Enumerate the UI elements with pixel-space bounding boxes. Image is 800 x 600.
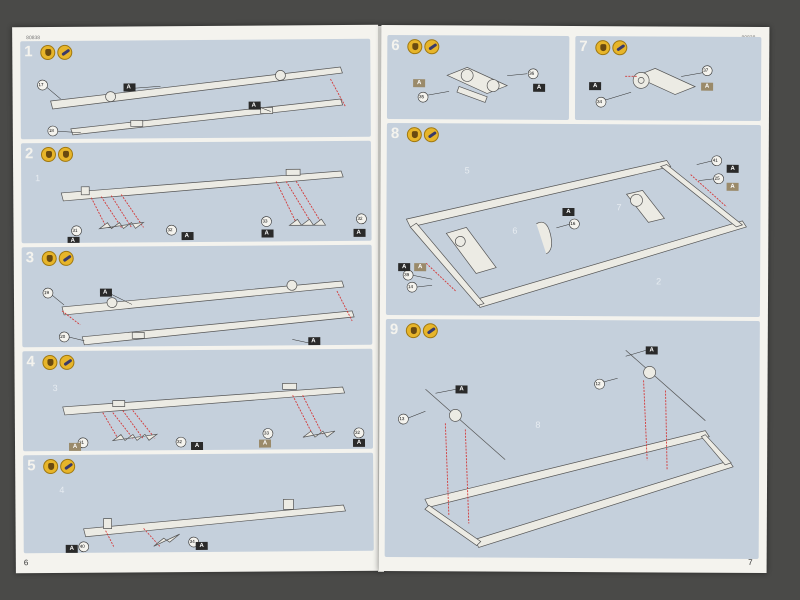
part-letter-label: A xyxy=(258,439,272,448)
svg-text:7: 7 xyxy=(616,202,621,212)
svg-text:5: 5 xyxy=(465,165,470,175)
callout-label: 32 xyxy=(176,439,183,445)
part-letter-label: A xyxy=(356,229,361,236)
step-5-diagram xyxy=(78,498,346,553)
step-1-panel: 1 17 18 A A xyxy=(20,38,371,140)
part-letter-label: A xyxy=(70,237,75,244)
callout-label: 20 xyxy=(60,333,66,339)
part-letter-label: A xyxy=(398,263,411,272)
part-letter-label: A xyxy=(701,82,714,91)
part-letter-label: A xyxy=(352,438,366,447)
step-3-diagram xyxy=(42,279,355,346)
part-letter-label: A xyxy=(645,346,658,355)
callout-label: 33 xyxy=(262,218,268,224)
part-letter-label: A xyxy=(126,84,131,91)
callout-label: 35 xyxy=(419,94,425,100)
part-letter-label: A xyxy=(102,289,108,296)
page-number: 7 xyxy=(748,557,753,567)
callout-label: 40 xyxy=(79,543,85,549)
step-8-diagram: 5 6 7 2 xyxy=(402,155,747,308)
part-letter-label: A xyxy=(190,441,204,451)
callout-label: 37 xyxy=(703,67,709,73)
part-letter-label: A xyxy=(726,164,739,173)
instruction-page-right: 80838 6 36 35 A A 7 37 34 xyxy=(378,24,770,574)
step-9-diagram: 8 xyxy=(398,350,734,548)
part-letter-label: A xyxy=(311,338,316,345)
svg-text:6: 6 xyxy=(512,226,517,236)
part-letter-label: A xyxy=(726,182,739,191)
part-letter-label: A xyxy=(65,544,78,553)
part-letter-label: A xyxy=(264,230,269,237)
callout-label: 34 xyxy=(597,99,603,105)
step-3-panel: 3 19 20 A A xyxy=(21,244,373,348)
step-7-panel: 7 37 34 A A xyxy=(574,36,762,121)
callout-label: 39 xyxy=(404,272,410,278)
callout-label: 13 xyxy=(399,416,405,422)
step-6-panel: 6 36 35 A A xyxy=(386,35,570,120)
callout-label: 32 xyxy=(167,227,173,233)
callout-label: 16 xyxy=(570,220,576,227)
part-letter-label: A xyxy=(413,79,426,88)
part-letter-label: A xyxy=(69,442,82,451)
part-letter-label: A xyxy=(184,233,189,240)
page-number: 6 xyxy=(23,558,29,568)
step-9-panel: 9 8 12 13 A A xyxy=(384,319,760,559)
step-2-panel: 2 1 31 32 33 32 A A A A xyxy=(20,140,372,244)
instruction-page-left: 80838 1 17 18 A A 2 1 xyxy=(12,24,382,574)
step-1-diagram xyxy=(37,66,347,137)
svg-text:8: 8 xyxy=(535,420,540,430)
part-letter-label: A xyxy=(589,82,602,91)
step-6-diagram xyxy=(417,67,539,103)
step-5-panel: 5 4 40 34 A A xyxy=(23,452,374,554)
callout-label: 25 xyxy=(714,175,720,181)
callout-label: 17 xyxy=(38,82,44,88)
step-7-diagram xyxy=(595,65,713,108)
callout-label: 19 xyxy=(43,290,49,296)
part-letter-label: A xyxy=(533,83,546,92)
callout-label: 12 xyxy=(595,381,601,387)
part-letter-label: A xyxy=(455,385,468,394)
part-letter-label: A xyxy=(414,263,427,272)
callout-label: 34 xyxy=(189,539,195,545)
step-2-diagram xyxy=(60,168,367,244)
callout-label: 32 xyxy=(354,429,360,435)
part-letter-label: A xyxy=(251,102,257,109)
callout-label: 18 xyxy=(48,127,54,134)
callout-label: 33 xyxy=(263,430,269,436)
svg-text:2: 2 xyxy=(656,276,661,286)
callout-label: 14 xyxy=(408,284,414,290)
step-4-diagram xyxy=(62,382,365,449)
callout-label: 36 xyxy=(529,70,535,76)
callout-label: 31 xyxy=(72,227,78,233)
callout-label: 32 xyxy=(357,215,363,221)
part-letter-label: A xyxy=(562,207,575,217)
step-4-panel: 4 3 31 32 33 32 A A A A xyxy=(22,348,374,452)
callout-label: 41 xyxy=(712,157,718,163)
part-letter-label: A xyxy=(195,541,208,551)
